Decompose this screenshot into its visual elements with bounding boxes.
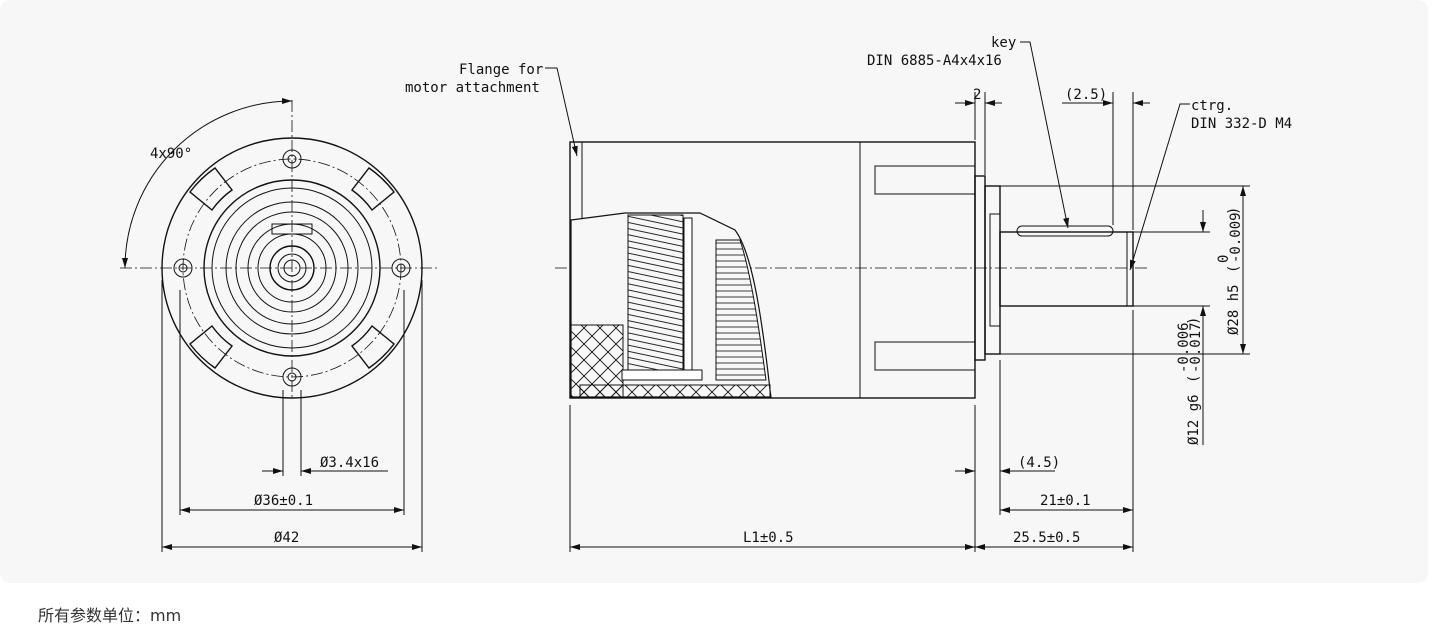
svg-text:): ) (1186, 317, 1202, 325)
units-note: 所有参数单位：mm (38, 606, 182, 625)
hole-dim-label: Ø3.4x16 (320, 455, 379, 471)
length-dim-label: L1±0.5 (743, 530, 794, 546)
bolt-circle-dim-label: Ø36±0.1 (254, 493, 313, 509)
flange-label-line2: motor attachment (405, 80, 540, 96)
svg-text:(: ( (1186, 375, 1202, 383)
ctrg-label-line1: ctrg. (1191, 98, 1233, 114)
key-offset-dim-label: (2.5) (1065, 87, 1107, 103)
angle-label: 4x90° (150, 146, 192, 162)
svg-text:-0.017: -0.017 (1188, 322, 1204, 373)
svg-text:-0.006: -0.006 (1176, 322, 1192, 373)
ctrg-label-line2: DIN 332-D M4 (1191, 116, 1292, 132)
side-view: L1±0.5 25.5±0.5 21±0.1 (4.5) 2 (2.5) Ø28… (405, 35, 1292, 552)
shaft-total-dim-label: 25.5±0.5 (1013, 530, 1080, 546)
flange-thk-dim-label: 2 (973, 87, 981, 103)
shaft-dia-dim: Ø12 g6 ( -0.006 -0.017 ) (1176, 317, 1204, 445)
svg-text:0: 0 (1216, 255, 1232, 263)
svg-text:): ) (1226, 207, 1242, 215)
svg-text:Ø28 h5: Ø28 h5 (1226, 284, 1242, 335)
collar-dia-dim: Ø28 h5 ( 0 -0.009 ) (1216, 207, 1244, 335)
svg-text:-0.009: -0.009 (1228, 212, 1244, 263)
front-view: 4x90° Ø3.4x16 Ø36±0.1 Ø42 (120, 98, 440, 552)
offset-dim-label: (4.5) (1018, 455, 1060, 471)
shaft-len-dim-label: 21±0.1 (1040, 493, 1091, 509)
flange-label-line1: Flange for (459, 62, 543, 78)
key-label-line2: DIN 6885-A4x4x16 (867, 53, 1002, 69)
svg-text:Ø12 g6: Ø12 g6 (1186, 394, 1202, 445)
key-label-line1: key (991, 35, 1016, 51)
outer-dim-label: Ø42 (274, 530, 299, 546)
svg-text:(: ( (1226, 265, 1242, 273)
